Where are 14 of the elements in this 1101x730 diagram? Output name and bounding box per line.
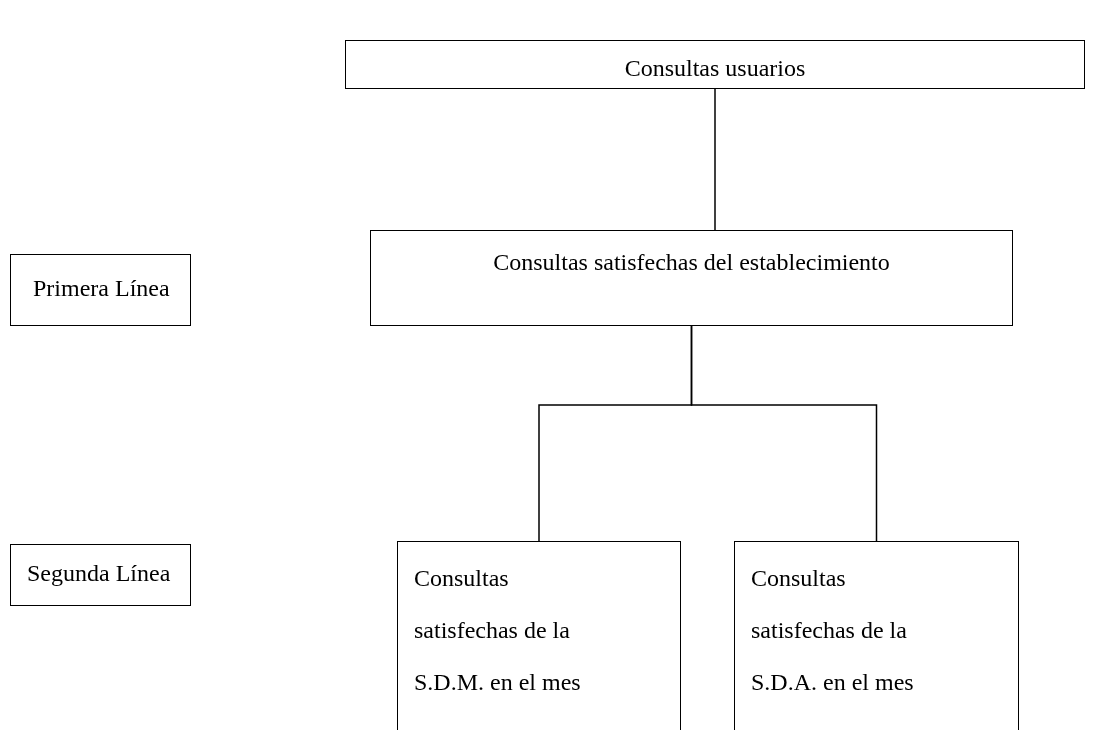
box-label: Consultas satisfechas de la S.D.M. en el mes [414, 564, 582, 697]
box-label: Segunda Línea [27, 559, 171, 588]
process-box [10, 544, 191, 606]
connector-line [690, 325, 878, 542]
connector-line [714, 88, 716, 231]
process-box [345, 40, 1085, 89]
process-box [734, 541, 1019, 730]
box-label: Consultas satisfechas del establecimiento [492, 248, 891, 277]
process-box [10, 254, 191, 326]
box-label: Consultas usuarios [623, 54, 807, 83]
process-box [397, 541, 681, 730]
box-label: Primera Línea [33, 274, 170, 303]
box-label: Consultas satisfechas de la S.D.A. en el mes [751, 564, 915, 697]
process-box [370, 230, 1013, 326]
